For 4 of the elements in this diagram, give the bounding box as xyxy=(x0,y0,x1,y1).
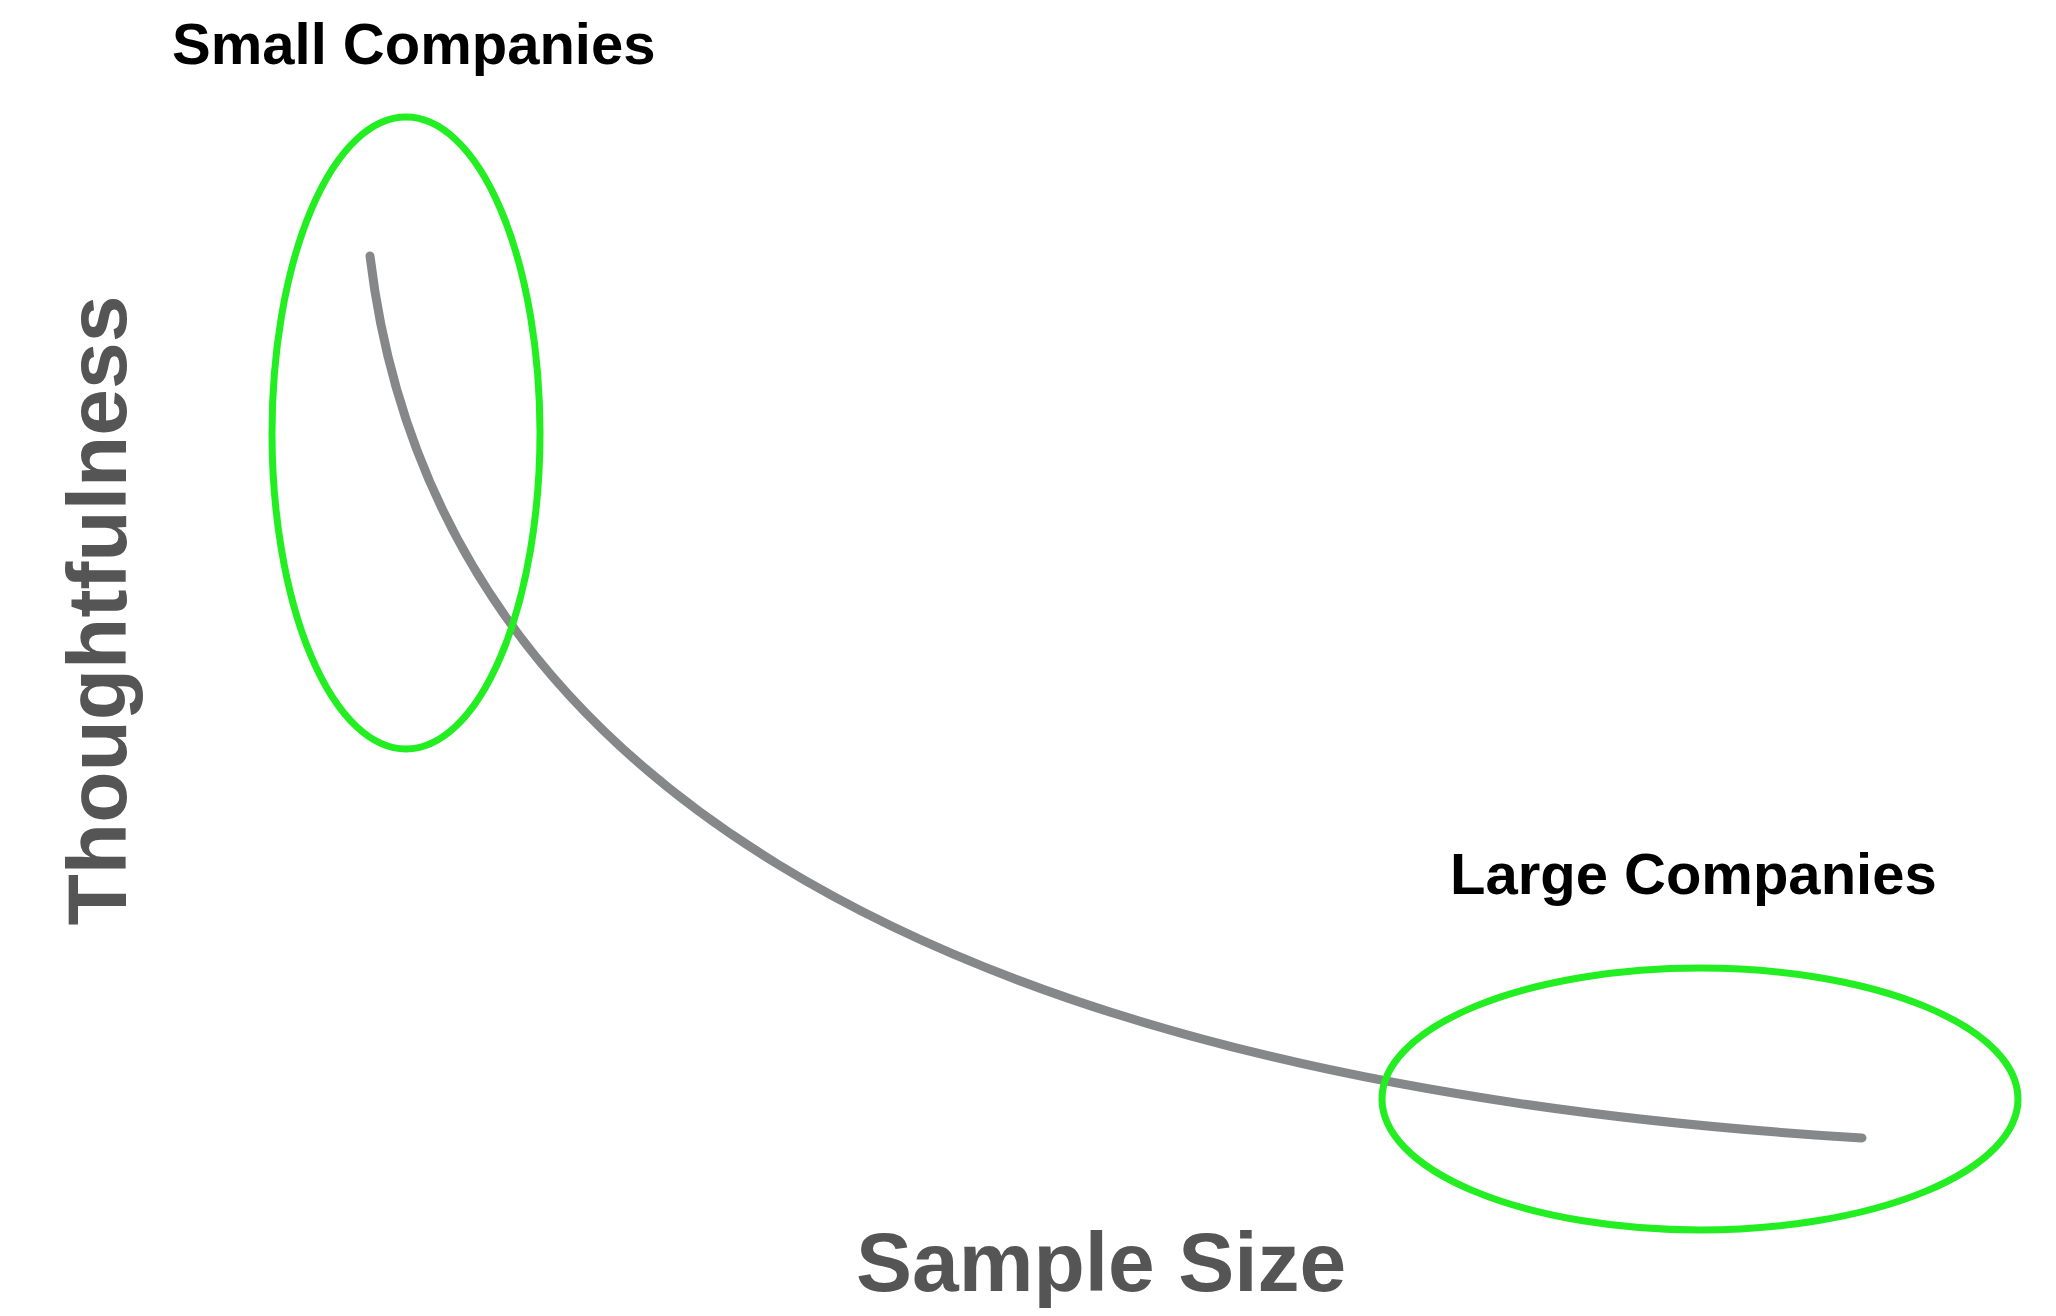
group-label: Large Companies xyxy=(1450,840,1937,907)
axis-label: Sample Size xyxy=(856,1213,1347,1311)
axis-label: Thoughtfulness xyxy=(49,295,146,925)
group-label: Small Companies xyxy=(172,10,656,77)
